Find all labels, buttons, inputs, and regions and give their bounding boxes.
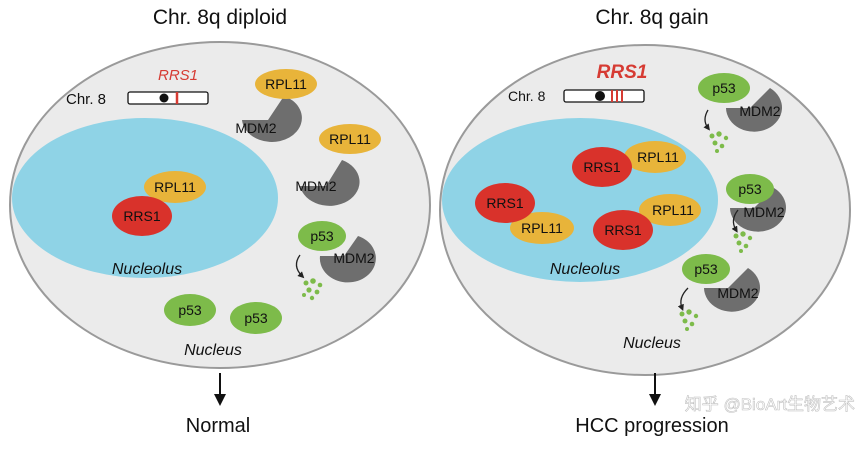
left-panel: Chr. 8q diploid Chr. 8 RRS1 MDM2 RPL11 M… bbox=[9, 6, 431, 437]
mdm2-label: MDM2 bbox=[739, 103, 780, 119]
p53-label: p53 bbox=[178, 302, 202, 318]
p53-label: p53 bbox=[712, 80, 736, 96]
right-rrs1-amplified-loci bbox=[611, 90, 623, 102]
left-centromere bbox=[159, 93, 169, 103]
left-nucleolus-label: Nucleolus bbox=[112, 261, 182, 278]
rrs1-label: RRS1 bbox=[583, 159, 621, 175]
mdm2-shape bbox=[300, 160, 360, 206]
rpl11-shape bbox=[624, 141, 686, 173]
mdm2-label: MDM2 bbox=[717, 285, 758, 301]
watermark: 知乎 @BioArt生物艺术 bbox=[685, 395, 855, 414]
p53-shape bbox=[682, 254, 730, 284]
degraded-p53-fragments bbox=[679, 309, 699, 331]
p53-shape bbox=[298, 221, 346, 251]
p53-label: p53 bbox=[694, 261, 718, 277]
mdm2-shape bbox=[242, 96, 302, 142]
mdm2-label: MDM2 bbox=[295, 178, 336, 194]
rpl11-label: RPL11 bbox=[329, 131, 371, 147]
right-nucleus-label: Nucleus bbox=[623, 335, 681, 352]
rrs1-label: RRS1 bbox=[123, 208, 161, 224]
mdm2-shape bbox=[704, 268, 760, 312]
rpl11-label: RPL11 bbox=[154, 179, 196, 195]
p53-shape bbox=[230, 302, 282, 334]
mdm2-label: MDM2 bbox=[333, 250, 374, 266]
degradation-arrow bbox=[295, 254, 305, 279]
p53-shape bbox=[698, 73, 750, 103]
mdm2-label: MDM2 bbox=[743, 204, 784, 220]
rpl11-label: RPL11 bbox=[265, 76, 307, 92]
right-chr-label: Chr. 8 bbox=[508, 88, 546, 104]
left-panel-title: Chr. 8q diploid bbox=[153, 6, 287, 29]
degradation-arrow bbox=[731, 209, 739, 233]
rrs1-shape bbox=[475, 183, 535, 223]
mdm2-shape bbox=[726, 88, 782, 132]
rpl11-shape bbox=[255, 69, 317, 99]
degradation-arrow bbox=[677, 287, 689, 312]
degraded-p53-fragments bbox=[302, 278, 323, 301]
rrs1-label: RRS1 bbox=[604, 222, 642, 238]
rrs1-shape bbox=[112, 196, 172, 236]
degraded-p53-fragments bbox=[733, 231, 753, 253]
rpl11-label: RPL11 bbox=[521, 220, 563, 236]
p53-label: p53 bbox=[738, 181, 762, 197]
rrs1-shape bbox=[572, 147, 632, 187]
rpl11-shape bbox=[319, 124, 381, 154]
p53-label: p53 bbox=[244, 310, 268, 326]
left-chr-label: Chr. 8 bbox=[66, 91, 106, 108]
mdm2-shape bbox=[319, 236, 376, 283]
mdm2-label: MDM2 bbox=[235, 120, 276, 136]
rrs1-label: RRS1 bbox=[486, 195, 524, 211]
right-nucleolus-label: Nucleolus bbox=[550, 261, 620, 278]
left-nucleus-label: Nucleus bbox=[184, 342, 242, 359]
left-outcome: Normal bbox=[186, 415, 250, 437]
rpl11-label: RPL11 bbox=[637, 149, 679, 165]
p53-label: p53 bbox=[310, 228, 334, 244]
right-panel: Chr. 8q gain Chr. 8 RRS1 RPL11 RRS1 RPL1… bbox=[439, 6, 851, 437]
p53-shape bbox=[164, 294, 216, 326]
rpl11-shape bbox=[639, 194, 701, 226]
left-gene-label: RRS1 bbox=[158, 67, 198, 84]
right-gene-label: RRS1 bbox=[597, 62, 648, 83]
degraded-p53-fragments bbox=[709, 131, 729, 153]
mdm2-shape bbox=[730, 188, 786, 232]
right-panel-title: Chr. 8q gain bbox=[595, 6, 708, 29]
rpl11-shape bbox=[144, 171, 206, 203]
right-outcome: HCC progression bbox=[575, 415, 728, 437]
rpl11-shape bbox=[510, 212, 574, 244]
right-centromere bbox=[595, 91, 605, 101]
rpl11-label: RPL11 bbox=[652, 202, 694, 218]
rrs1-shape bbox=[593, 210, 653, 250]
degradation-arrow bbox=[703, 109, 710, 131]
p53-shape bbox=[726, 174, 774, 204]
